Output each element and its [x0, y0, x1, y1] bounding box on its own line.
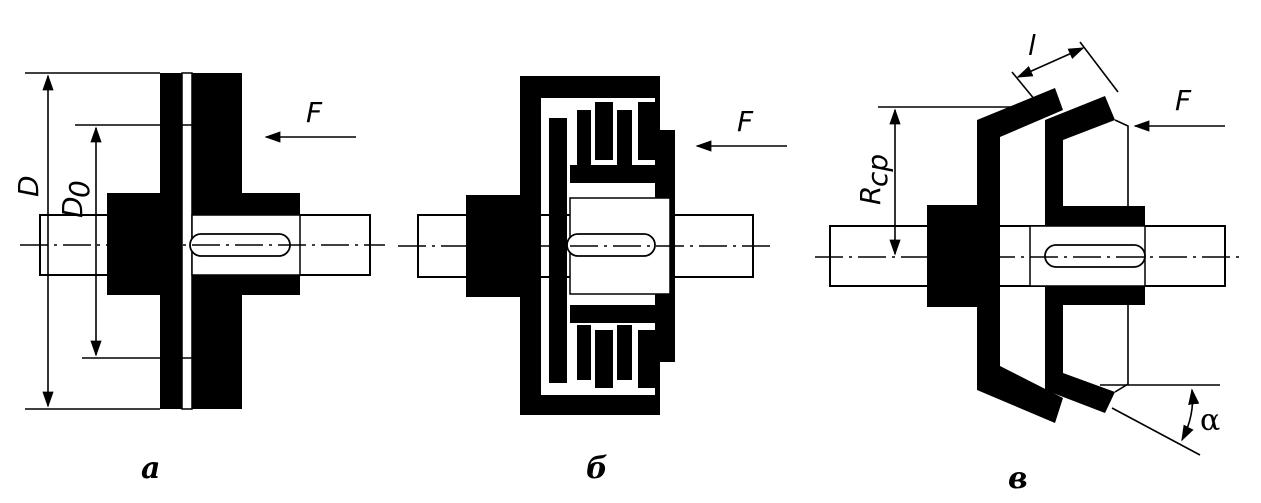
figure-c-left-hub	[927, 205, 981, 307]
figure-b-housing	[520, 76, 660, 415]
figure-c-key	[1044, 244, 1146, 268]
figure-b-caption: б	[586, 451, 608, 486]
figure-b-label-F: F	[737, 105, 754, 138]
figure-c-caption: в	[1008, 461, 1028, 496]
figure-a-disc-clutch: D D 0 F а	[12, 72, 385, 486]
figure-c-cone-clutch: R ср l F α в	[815, 29, 1240, 496]
figure-c-shaft	[829, 225, 1226, 287]
figure-c-label-R-sub: ср	[861, 154, 894, 187]
figure-c-angle-arc	[1181, 388, 1200, 442]
figure-a-left-hub	[107, 193, 162, 295]
figure-c-outer-cone	[977, 88, 1063, 423]
figure-a-label-D: D	[12, 175, 45, 197]
figure-b-multidisc-clutch: F б	[398, 76, 787, 486]
figure-c-label-R: R	[854, 186, 887, 205]
figure-c-label-l: l	[1028, 29, 1036, 62]
figure-c-label-F: F	[1175, 84, 1192, 117]
figure-a-left-disc	[160, 73, 182, 409]
figure-a-label-D0-sub: 0	[63, 180, 96, 198]
figure-a-caption: а	[141, 451, 160, 486]
figure-b-key	[566, 233, 656, 257]
figure-a-label-D0: D	[56, 196, 89, 218]
figure-a-label-F: F	[306, 96, 323, 129]
figure-c-label-alpha: α	[1200, 403, 1220, 438]
